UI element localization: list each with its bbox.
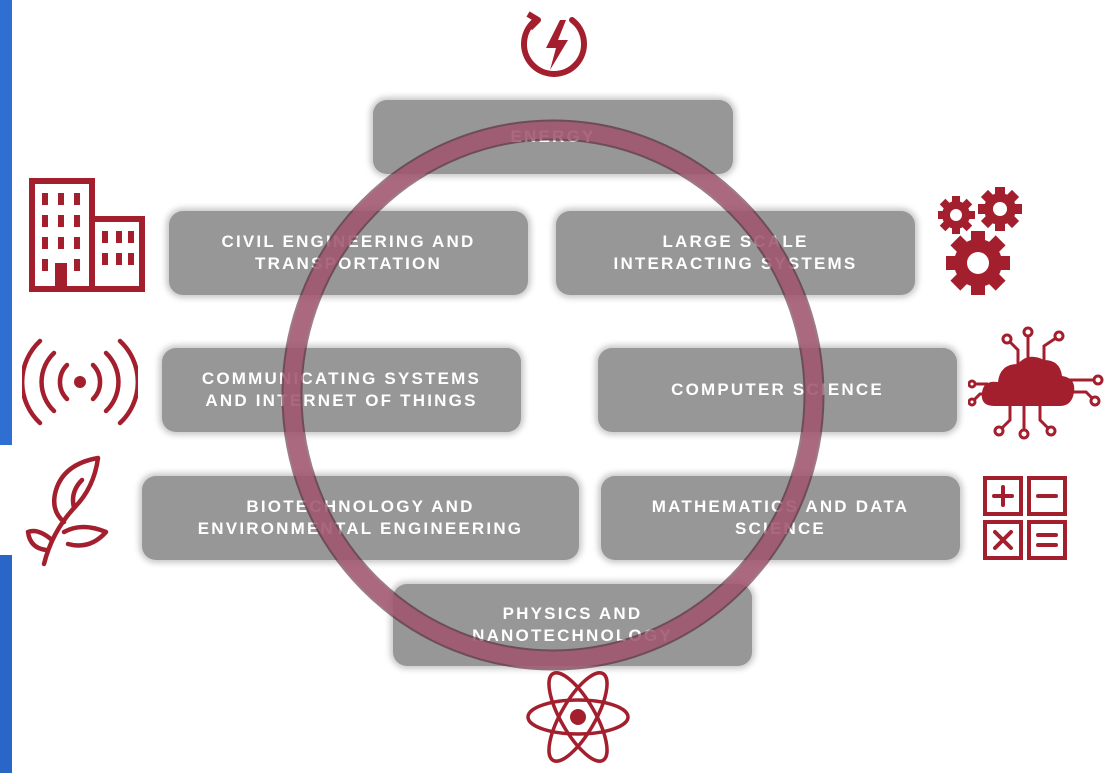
box-computer-science-label: COMPUTER SCIENCE	[671, 380, 884, 399]
lightning-icon	[521, 11, 587, 77]
left-edge-bar-lower	[0, 555, 12, 773]
box-biotechnology-label: BIOTECHNOLOGY AND ENVIRONMENTAL ENGINEER…	[197, 497, 524, 538]
broadcast-icon	[22, 338, 138, 426]
box-energy: ENERGY	[373, 100, 733, 174]
left-edge-bar	[0, 0, 12, 445]
box-communicating-systems: COMMUNICATING SYSTEMS AND INTERNET OF TH…	[162, 348, 521, 432]
box-energy-label: ENERGY	[510, 127, 596, 146]
cloud-circuit-icon	[968, 326, 1104, 440]
box-large-scale-systems: LARGE SCALE INTERACTING SYSTEMS	[556, 211, 915, 295]
gears-icon	[938, 187, 1022, 295]
box-computer-science: COMPUTER SCIENCE	[598, 348, 957, 432]
box-mathematics: MATHEMATICS AND DATA SCIENCE	[601, 476, 960, 560]
box-communicating-systems-label: COMMUNICATING SYSTEMS AND INTERNET OF TH…	[201, 369, 482, 410]
box-biotechnology: BIOTECHNOLOGY AND ENVIRONMENTAL ENGINEER…	[142, 476, 579, 560]
buildings-icon	[29, 178, 145, 292]
leaf-icon	[25, 455, 109, 567]
box-mathematics-label: MATHEMATICS AND DATA SCIENCE	[651, 497, 910, 538]
box-civil-engineering: CIVIL ENGINEERING AND TRANSPORTATION	[169, 211, 528, 295]
atom-icon	[526, 671, 630, 763]
calculator-icon	[983, 476, 1067, 560]
box-large-scale-systems-label: LARGE SCALE INTERACTING SYSTEMS	[613, 232, 858, 273]
box-physics: PHYSICS AND NANOTECHNOLOGY	[393, 584, 752, 666]
box-civil-engineering-label: CIVIL ENGINEERING AND TRANSPORTATION	[221, 232, 476, 273]
box-physics-label: PHYSICS AND NANOTECHNOLOGY	[472, 604, 673, 645]
